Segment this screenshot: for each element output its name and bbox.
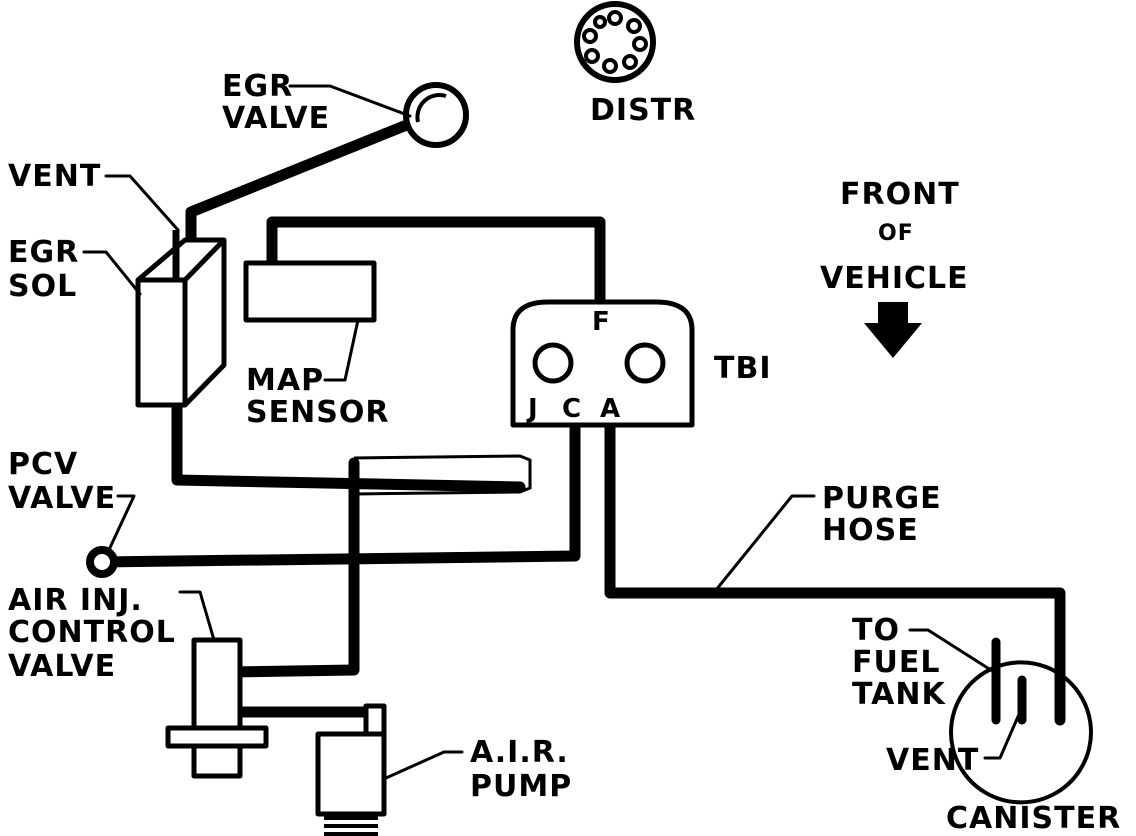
- air-inj-label-3: VALVE: [8, 649, 116, 684]
- air-pump-label-2: PUMP: [470, 769, 572, 804]
- leader-vent-bottom: [983, 710, 1022, 760]
- to-fuel-label-1: TO: [852, 613, 900, 648]
- pcv-valve: [86, 546, 118, 578]
- air-inj-label-2: CONTROL: [8, 615, 176, 650]
- egr-sol-label-2: SOL: [8, 269, 77, 304]
- leader-map: [323, 318, 360, 382]
- front-arrow-icon: [864, 302, 922, 358]
- purge-label-2: HOSE: [822, 513, 919, 548]
- vent-top-label: VENT: [8, 159, 101, 194]
- distr-label: DISTR: [590, 93, 696, 128]
- tbi-label: TBI: [714, 351, 772, 386]
- purge-hose: [604, 419, 1066, 726]
- pcv-label-2: VALVE: [8, 481, 116, 516]
- leader-pcv: [106, 494, 136, 554]
- to-fuel-label-3: TANK: [852, 677, 946, 712]
- port-a-label: A: [600, 394, 621, 424]
- front-label-1: FRONT: [840, 177, 960, 212]
- egr-valve-label-2: VALVE: [222, 101, 330, 136]
- hose-air-inj: [222, 457, 360, 736]
- leader-air-inj: [178, 590, 216, 642]
- port-c-label: C: [562, 394, 582, 424]
- vent-bottom-label: VENT: [886, 743, 979, 778]
- port-j-label: J: [526, 394, 539, 424]
- leader-purge: [714, 494, 816, 592]
- hose-egr-valve: [185, 112, 430, 254]
- air-inj-label-1: AIR INJ.: [8, 583, 143, 618]
- map-sensor: [243, 260, 377, 323]
- hose-pcv-to-c: [96, 419, 581, 568]
- hose-egr-sol-to-j: [171, 394, 526, 493]
- egr-valve-label-1: EGR: [222, 69, 293, 104]
- egr-sol-label-1: EGR: [8, 235, 79, 270]
- front-label-3: VEHICLE: [820, 261, 969, 296]
- leader-egr-valve: [288, 84, 412, 118]
- egr-solenoid: [135, 230, 227, 408]
- leader-to-fuel: [908, 628, 996, 674]
- canister: [949, 637, 1093, 805]
- tbi-unit: [510, 299, 695, 428]
- egr-valve: [403, 82, 469, 148]
- air-pump: [315, 703, 387, 836]
- port-f-label: F: [592, 307, 611, 337]
- air-pump-label-1: A.I.R.: [470, 735, 569, 770]
- leader-vent-top: [104, 174, 180, 232]
- map-label-2: SENSOR: [246, 395, 389, 430]
- front-label-2: OF: [878, 221, 914, 246]
- hose-j-loop: [353, 454, 532, 496]
- leader-egr-sol: [82, 250, 142, 296]
- pcv-label-1: PCV: [8, 447, 78, 482]
- air-inj-control-valve: [165, 637, 269, 779]
- distributor: [574, 1, 656, 83]
- map-label-1: MAP: [246, 363, 324, 398]
- hose-map-sensor: [266, 216, 606, 306]
- purge-label-1: PURGE: [822, 481, 942, 516]
- canister-label: CANISTER: [946, 801, 1121, 836]
- leader-air-pump: [384, 750, 464, 780]
- to-fuel-label-2: FUEL: [852, 645, 940, 680]
